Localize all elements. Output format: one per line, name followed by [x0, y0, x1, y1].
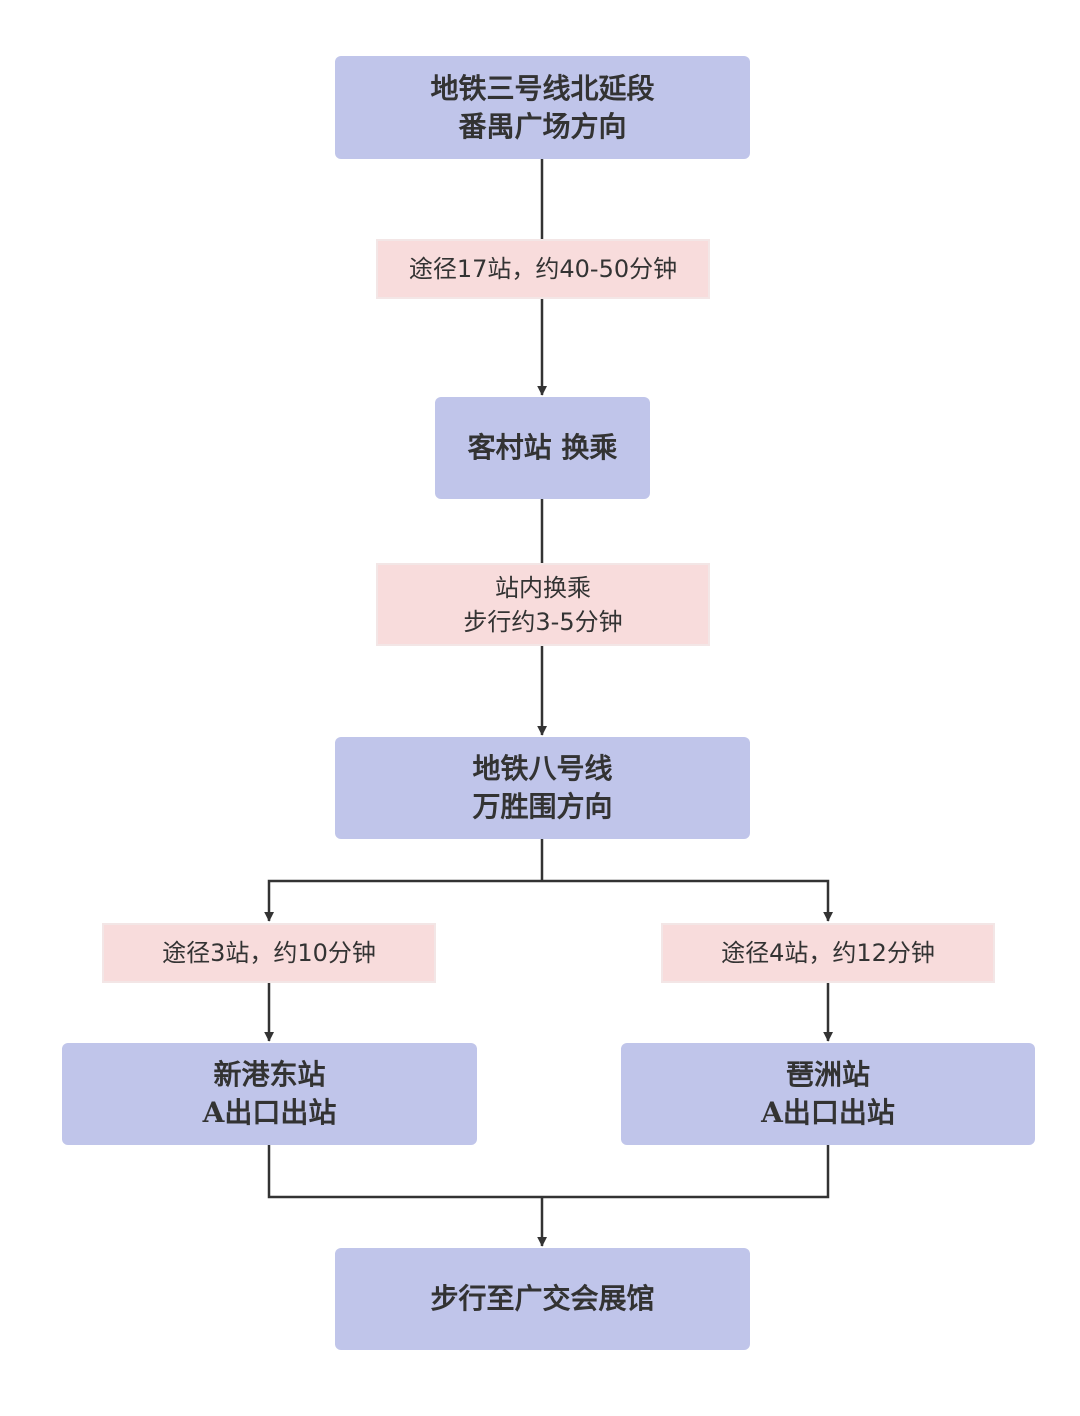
node-text: 地铁三号线北延段 [430, 71, 655, 105]
edge-branch-right [542, 879, 828, 921]
label-text: 站内换乘 [495, 573, 591, 602]
label-text: 途径17站，约40-50分钟 [408, 255, 678, 283]
node-line8: 地铁八号线 万胜围方向 [335, 737, 750, 839]
node-transfer: 客村站 换乘 [435, 397, 650, 499]
node-text: 番禺广场方向 [458, 109, 627, 143]
label-text: 途径4站，约12分钟 [721, 939, 935, 967]
edge-branch-left [269, 879, 542, 921]
edge-merge [267, 1145, 830, 1199]
node-text: 琶洲站 [785, 1058, 870, 1091]
node-text: 万胜围方向 [472, 790, 613, 823]
node-pazhou: 琶洲站 A出口出站 [621, 1043, 1035, 1145]
node-end: 步行至广交会展馆 [335, 1248, 750, 1350]
node-text: 新港东站 [213, 1058, 326, 1091]
label-text: 途径3站，约10分钟 [162, 939, 376, 967]
node-text: 步行至广交会展馆 [430, 1282, 655, 1315]
label-17-stations: 途径17站，约40-50分钟 [376, 239, 710, 299]
label-4-stations: 途径4站，约12分钟 [661, 923, 995, 983]
label-3-stations: 途径3站，约10分钟 [102, 923, 436, 983]
node-start: 地铁三号线北延段 番禺广场方向 [335, 56, 750, 159]
node-text: A出口出站 [202, 1096, 337, 1129]
node-xingang: 新港东站 A出口出站 [62, 1043, 477, 1145]
node-text: A出口出站 [761, 1096, 895, 1129]
node-text: 地铁八号线 [472, 752, 613, 785]
node-text: 客村站 换乘 [467, 431, 618, 464]
label-text: 步行约3-5分钟 [463, 607, 623, 636]
label-transfer-walk: 站内换乘 步行约3-5分钟 [376, 563, 710, 646]
